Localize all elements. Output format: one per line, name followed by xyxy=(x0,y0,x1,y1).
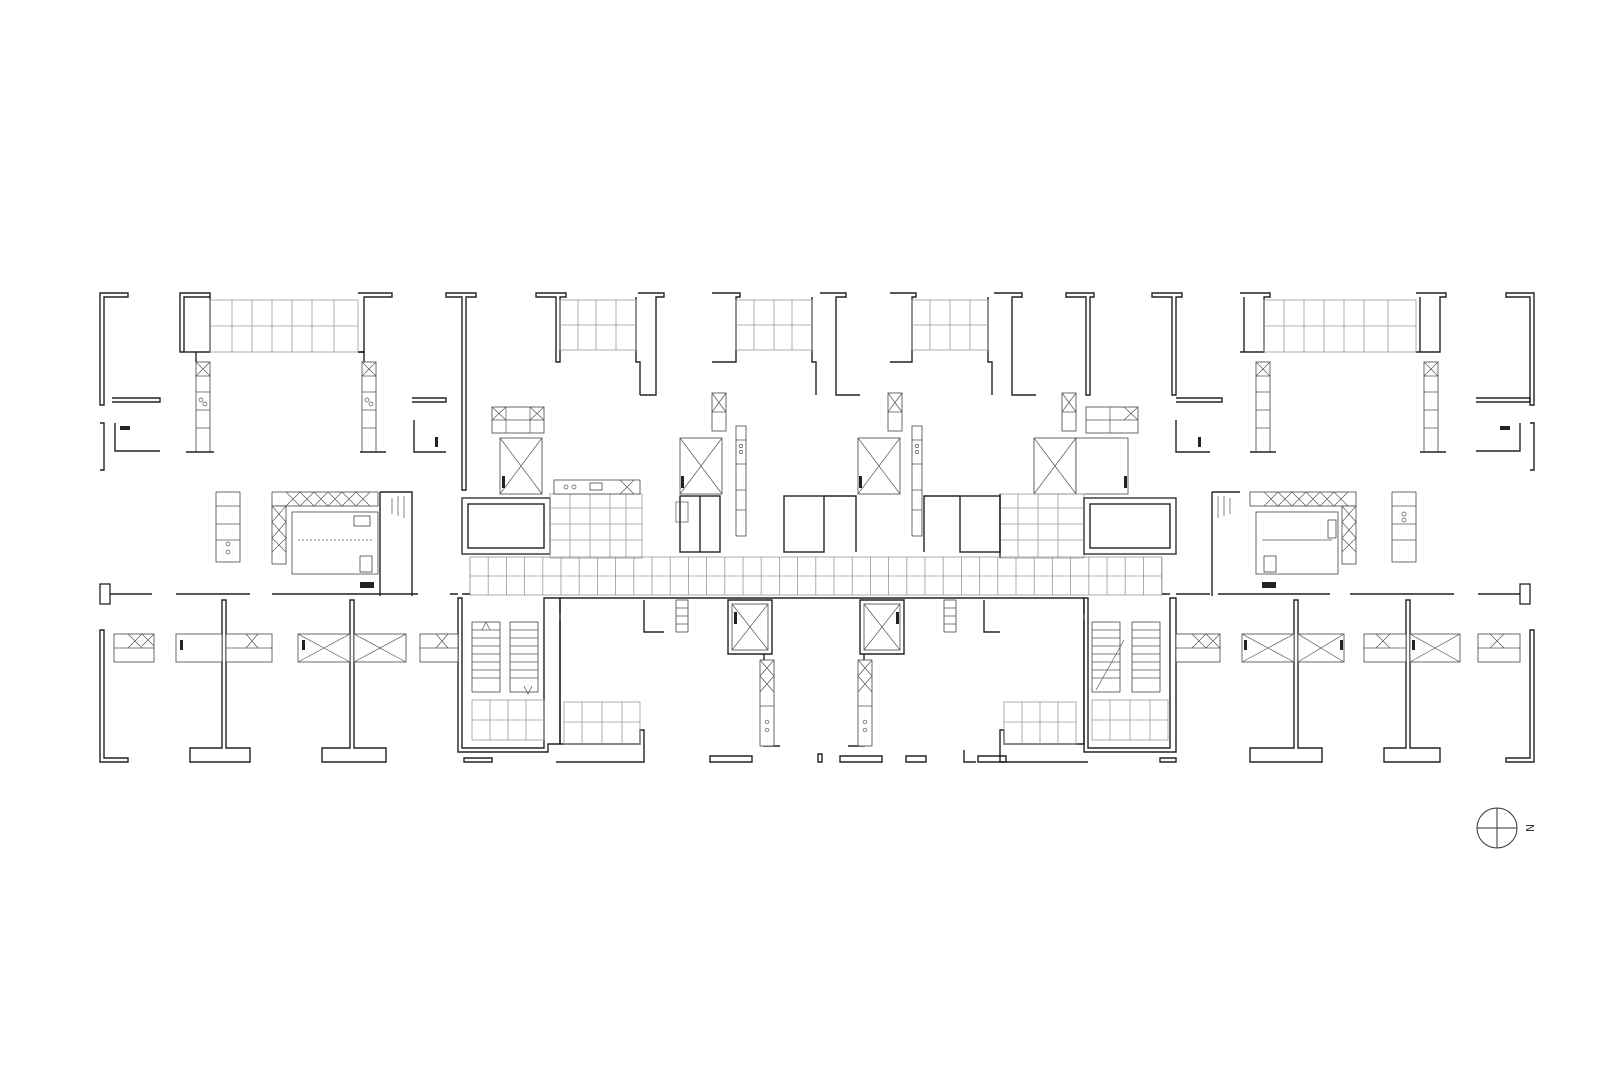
corridor-grid xyxy=(469,556,1163,596)
bottom-row-walls xyxy=(99,597,1535,763)
north-label: N xyxy=(1523,824,1536,832)
top-kitchen-fixtures xyxy=(120,361,1510,537)
middle-zone xyxy=(215,479,1417,596)
bottom-fixtures xyxy=(113,599,1521,747)
top-row-walls xyxy=(99,292,1535,491)
top-balcony-grids xyxy=(209,299,1417,353)
north-arrow-compass-icon xyxy=(1476,807,1518,849)
corridor-wall-line xyxy=(99,583,1531,614)
north-arrow: N xyxy=(1476,807,1536,849)
